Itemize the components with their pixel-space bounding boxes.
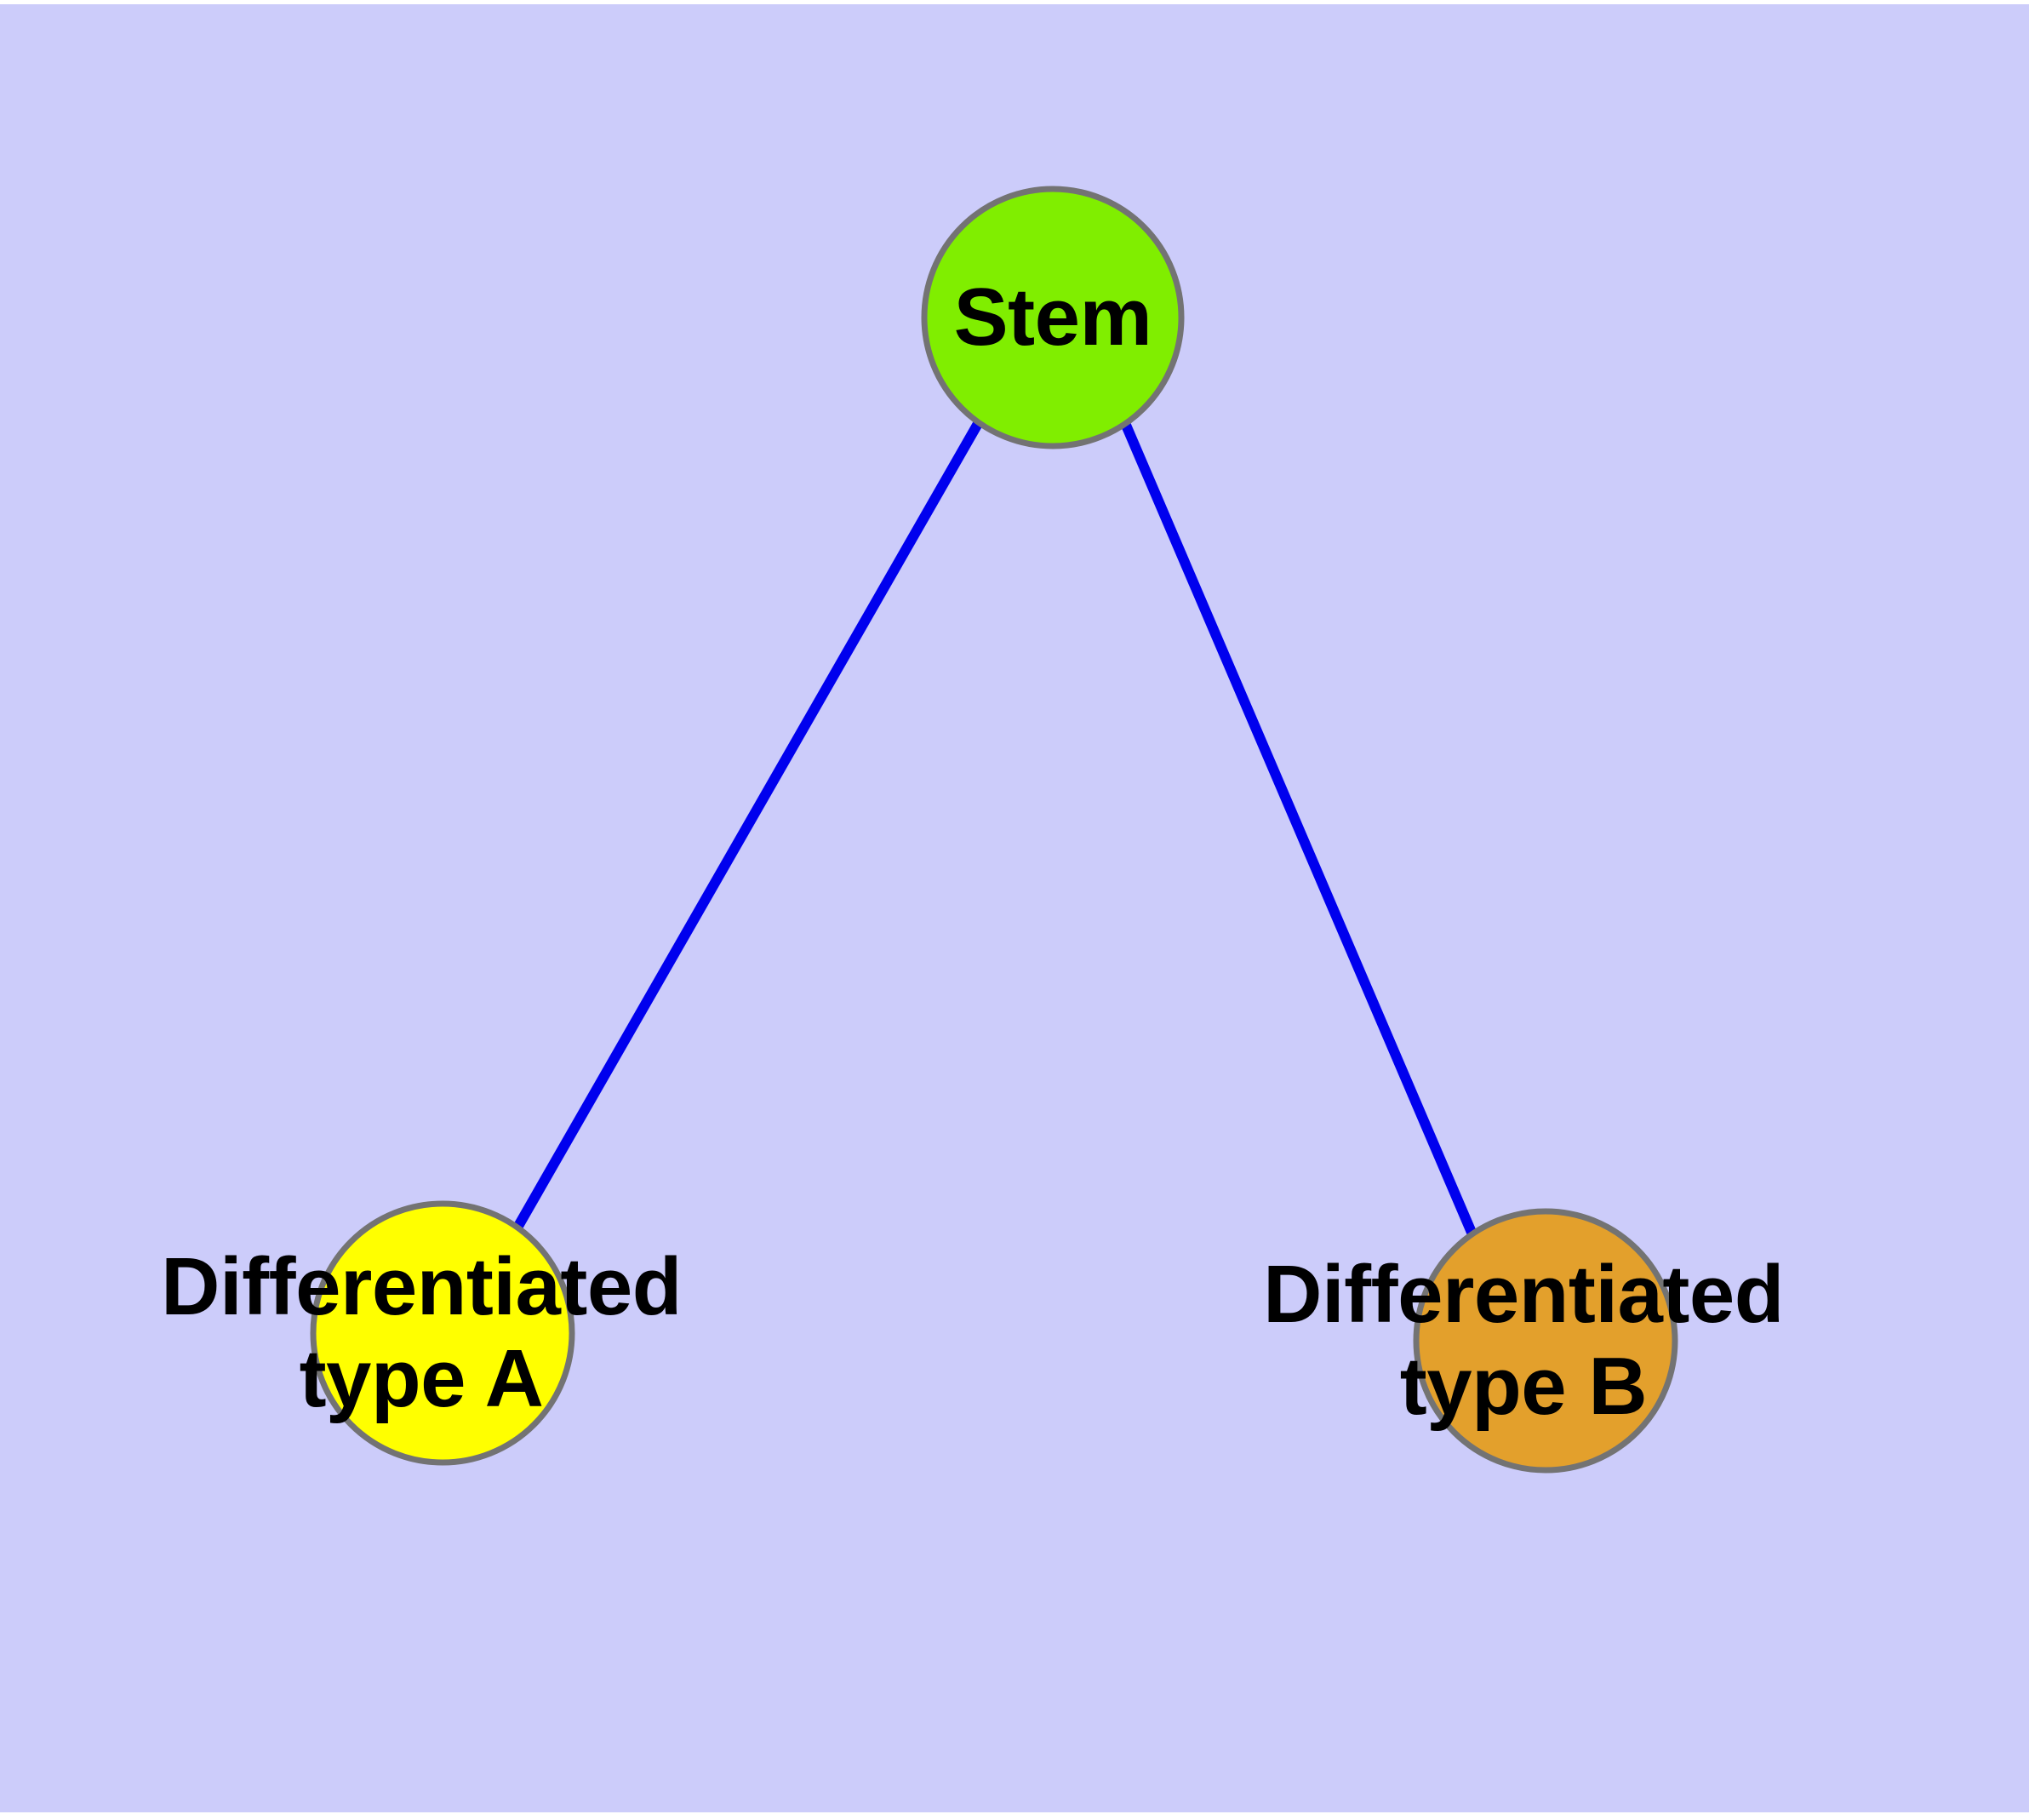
node-layer xyxy=(310,186,1678,1474)
edge-stem-to-diff-b[interactable] xyxy=(1120,421,1477,1237)
node-diff-b[interactable] xyxy=(1413,1208,1678,1474)
edge-stem-to-diff-a[interactable] xyxy=(512,420,984,1230)
node-diff-a[interactable] xyxy=(310,1200,575,1466)
edge-layer xyxy=(512,420,1477,1237)
node-stem[interactable] xyxy=(921,186,1185,449)
